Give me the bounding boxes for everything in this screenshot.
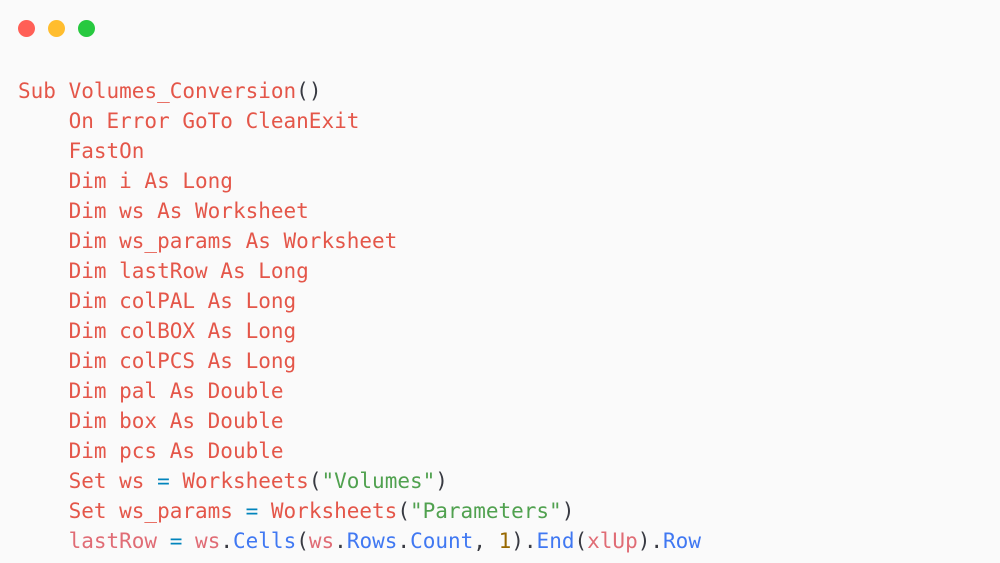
indent (18, 259, 69, 283)
token-keyword: Worksheets (258, 499, 398, 523)
code-line: Dim colPAL As Long (18, 286, 1000, 316)
token-punctuation: ( (296, 79, 309, 103)
token-keyword: Set ws (68, 469, 158, 493)
code-line: Set ws_params = Worksheets("Parameters") (18, 496, 1000, 526)
code-line: Dim lastRow As Long (18, 256, 1000, 286)
token-operator: = (245, 499, 259, 523)
minimize-button[interactable] (48, 19, 65, 37)
token-keyword: Dim pal As Double (68, 379, 284, 403)
token-default (56, 79, 69, 103)
token-keyword: Dim pcs As Double (68, 439, 284, 463)
code-line: lastRow = ws.Cells(ws.Rows.Count, 1).End… (18, 526, 1000, 556)
indent (18, 439, 69, 463)
code-line: Dim box As Double (18, 406, 1000, 436)
code-line: Dim ws_params As Worksheet (18, 226, 1000, 256)
token-default (182, 529, 195, 553)
token-keyword: Dim colPCS As Long (68, 349, 297, 373)
token-variable: ws (308, 529, 335, 553)
token-punctuation: ) (308, 79, 322, 103)
token-keyword: Dim lastRow As Long (68, 259, 309, 283)
indent (18, 199, 69, 223)
token-keyword: Dim colBOX As Long (68, 319, 297, 343)
window-titlebar (0, 0, 1000, 56)
indent (18, 529, 69, 553)
token-keyword: Set ws_params (68, 499, 246, 523)
token-keyword: On Error GoTo CleanExit (68, 109, 360, 133)
indent (18, 109, 69, 133)
token-string: "Parameters" (409, 499, 562, 523)
code-block[interactable]: Sub Volumes_Conversion() On Error GoTo C… (0, 56, 1000, 556)
token-punctuation: ( (397, 499, 410, 523)
token-keyword: Dim colPAL As Long (68, 289, 297, 313)
token-identifier: Volumes_Conversion (68, 79, 297, 103)
token-operator: = (169, 529, 183, 553)
token-punctuation: , (473, 529, 499, 553)
token-keyword: Dim ws_params As Worksheet (68, 229, 398, 253)
code-line: Dim ws As Worksheet (18, 196, 1000, 226)
code-line: Dim colBOX As Long (18, 316, 1000, 346)
token-punctuation: ( (296, 529, 309, 553)
code-line: On Error GoTo CleanExit (18, 106, 1000, 136)
token-operator: = (157, 469, 170, 493)
indent (18, 349, 69, 373)
token-punctuation: ( (574, 529, 588, 553)
indent (18, 379, 69, 403)
code-line: Dim pal As Double (18, 376, 1000, 406)
indent (18, 319, 69, 343)
token-property: Row (663, 529, 701, 553)
token-variable: ws (195, 529, 221, 553)
token-keyword: Dim i As Long (68, 169, 233, 193)
code-line: Dim pcs As Double (18, 436, 1000, 466)
indent (18, 469, 69, 493)
token-number: 1 (498, 529, 512, 553)
indent (18, 499, 69, 523)
token-punctuation: . (650, 529, 664, 553)
close-button[interactable] (18, 19, 35, 37)
token-keyword: Dim box As Double (68, 409, 284, 433)
token-punctuation: . (397, 529, 411, 553)
indent (18, 169, 69, 193)
token-variable: xlUp (587, 529, 638, 553)
token-property: Rows (346, 529, 398, 553)
token-punctuation: ) (511, 529, 524, 553)
token-string: "Volumes" (321, 469, 436, 493)
code-line: Set ws = Worksheets("Volumes") (18, 466, 1000, 496)
indent (18, 289, 69, 313)
token-punctuation: . (220, 529, 233, 553)
maximize-button[interactable] (78, 19, 95, 37)
token-keyword: Worksheets (169, 469, 309, 493)
token-property: End (536, 529, 575, 553)
token-property: Count (410, 529, 474, 553)
token-punctuation: . (523, 529, 537, 553)
token-punctuation: . (334, 529, 347, 553)
code-line: Sub Volumes_Conversion() (18, 76, 1000, 106)
code-line: Dim colPCS As Long (18, 346, 1000, 376)
token-keyword: Sub (18, 79, 56, 103)
token-property: Cells (233, 529, 297, 553)
indent (18, 139, 69, 163)
token-keyword: FastOn (68, 139, 145, 163)
token-punctuation: ) (435, 469, 448, 493)
code-line: Dim i As Long (18, 166, 1000, 196)
token-punctuation: ) (561, 499, 575, 523)
indent (18, 229, 69, 253)
token-variable: lastRow (68, 529, 170, 553)
token-punctuation: ( (308, 469, 322, 493)
token-punctuation: ) (637, 529, 651, 553)
token-keyword: Dim ws As Worksheet (68, 199, 309, 223)
indent (18, 409, 69, 433)
code-line: FastOn (18, 136, 1000, 166)
